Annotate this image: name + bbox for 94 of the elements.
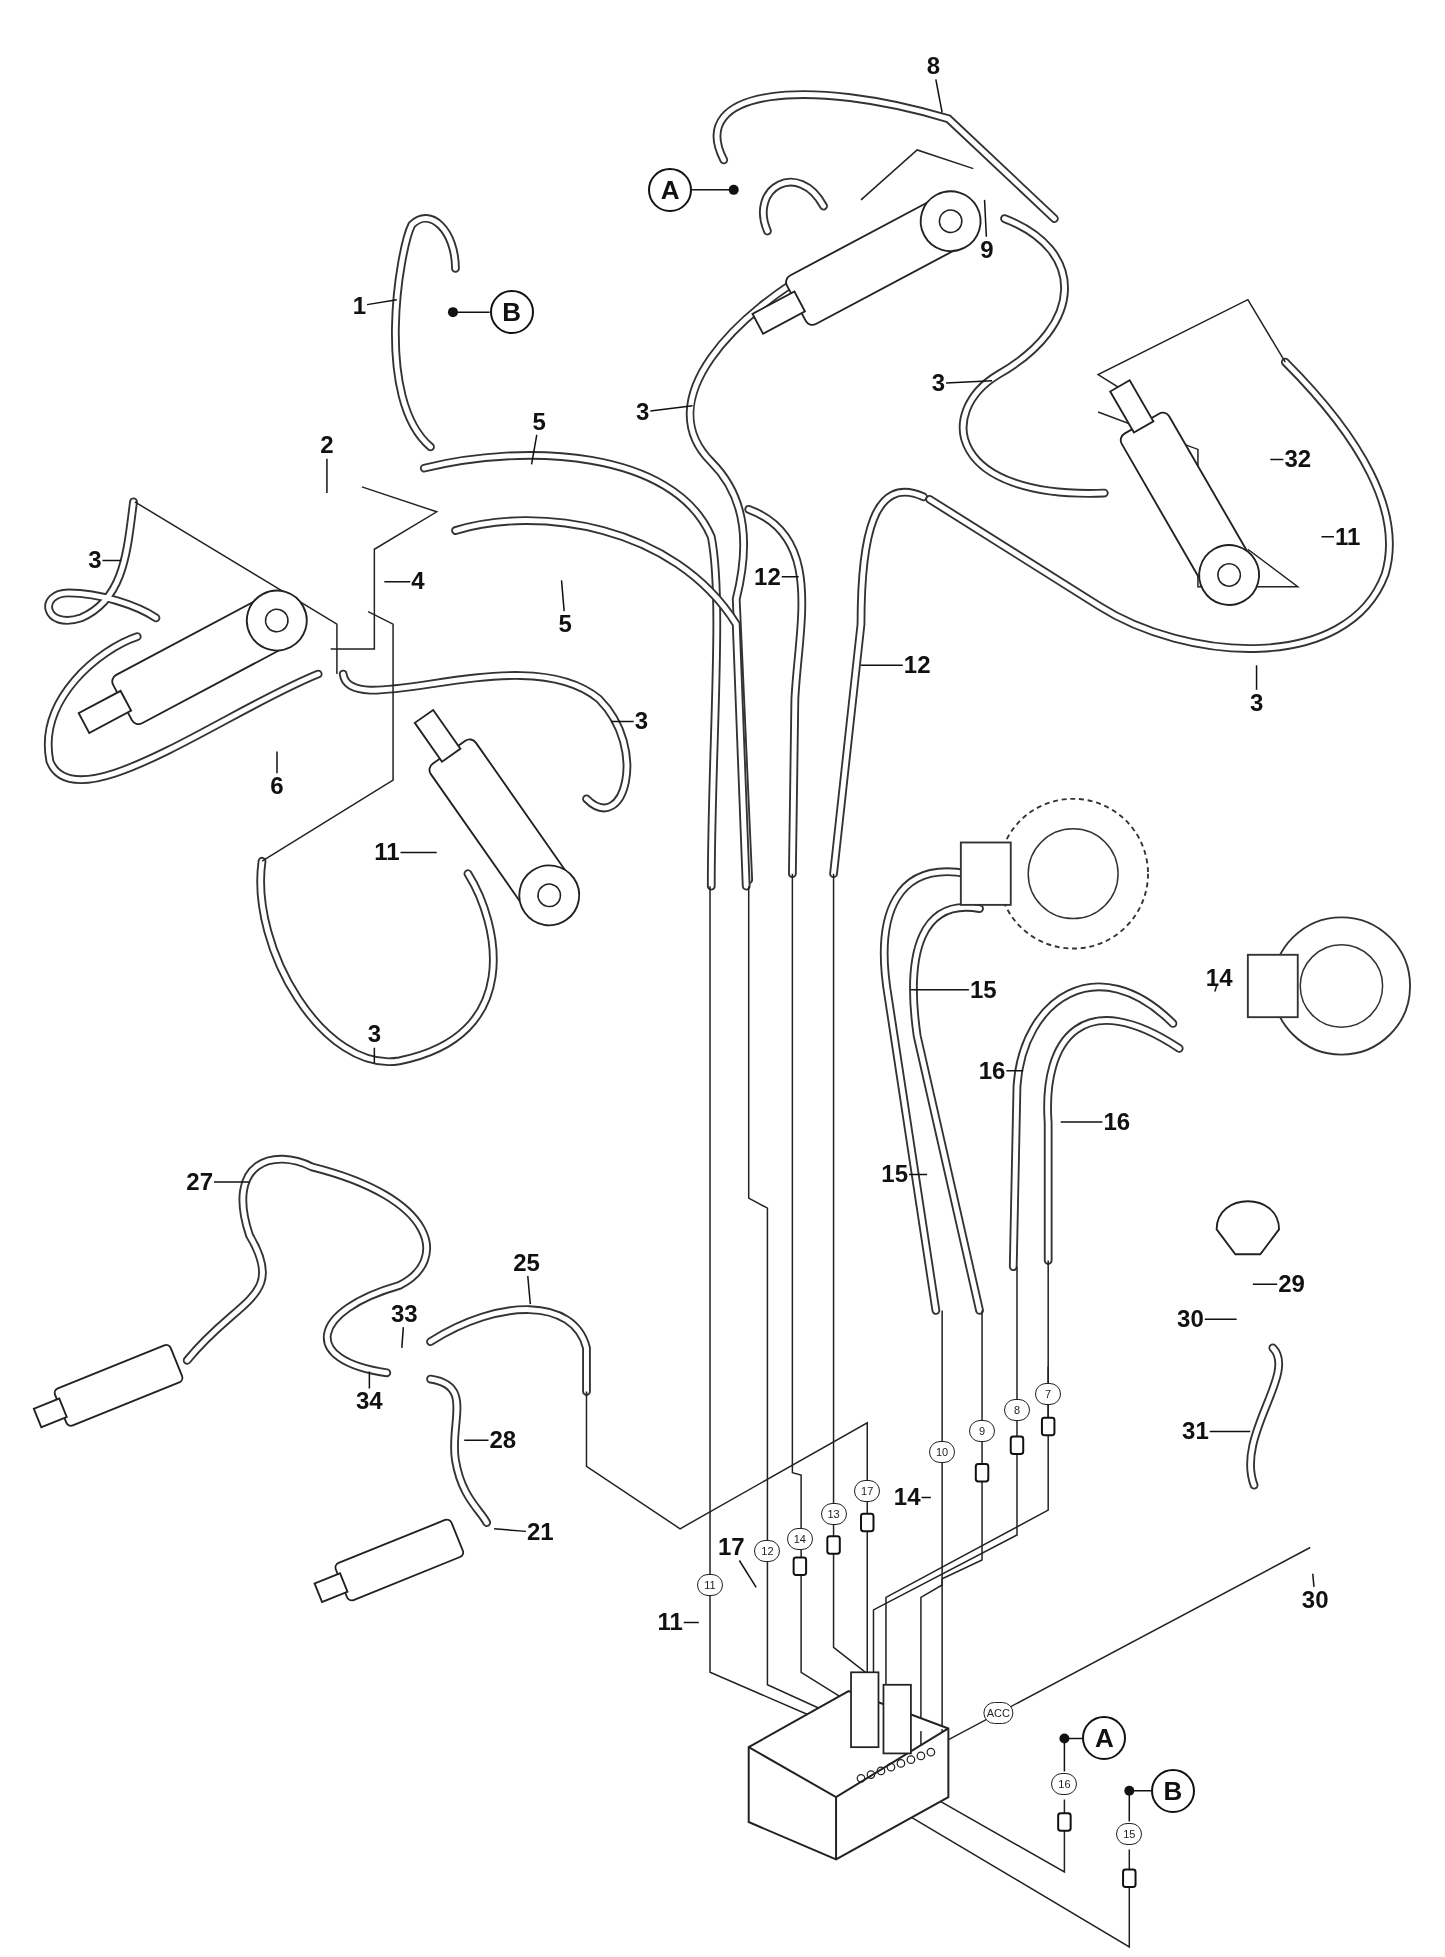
- leader-line: [527, 1275, 532, 1305]
- callout-number: 11: [373, 839, 401, 866]
- leader-line: [1312, 1572, 1315, 1588]
- port-number: 14: [786, 1527, 813, 1550]
- port-number: 15: [1116, 1823, 1143, 1846]
- leader-line: [1209, 1430, 1252, 1433]
- leader-line: [1204, 1318, 1238, 1320]
- callout-number: 4: [410, 568, 426, 595]
- callout-number: 16: [1102, 1108, 1132, 1135]
- callout-number: 1: [351, 292, 368, 319]
- leader-line: [860, 664, 904, 667]
- callout-number: 8: [925, 53, 942, 80]
- callout-number: 28: [488, 1427, 518, 1453]
- port-number: 8: [1004, 1399, 1030, 1422]
- callout-number: 30: [1300, 1586, 1330, 1613]
- leader-line: [1005, 1070, 1024, 1072]
- leader-line: [366, 298, 398, 306]
- port-number: 10: [929, 1441, 956, 1464]
- reference-letter: B: [489, 289, 534, 334]
- callout-number: 3: [87, 547, 103, 574]
- callout-number: 3: [366, 1021, 382, 1048]
- leader-line: [935, 78, 943, 114]
- leader-line: [683, 1621, 700, 1624]
- callout-number: 3: [1248, 689, 1265, 716]
- callout-number: 31: [1181, 1418, 1210, 1445]
- leader-line: [1252, 1283, 1278, 1285]
- leader-line: [399, 851, 438, 854]
- callout-number: 15: [968, 976, 998, 1003]
- callout-number: 3: [633, 708, 650, 735]
- callout-number: 11: [656, 1609, 684, 1636]
- callout-number: 14: [1204, 965, 1234, 992]
- callout-number: 5: [557, 610, 573, 637]
- port-number: 16: [1051, 1773, 1078, 1796]
- reference-letter: A: [1082, 1716, 1127, 1761]
- callout-number: 9: [979, 236, 995, 263]
- connection-marker-line: [447, 307, 491, 318]
- callout-number: 34: [355, 1388, 384, 1415]
- port-number: ACC: [983, 1702, 1013, 1725]
- leader-line: [383, 580, 412, 583]
- callout-number: 17: [716, 1534, 746, 1561]
- leader-line: [326, 457, 328, 494]
- leader-line: [276, 750, 278, 775]
- port-number: 11: [697, 1573, 723, 1596]
- leader-line: [493, 1528, 527, 1533]
- leader-line: [368, 1370, 371, 1390]
- callout-number: 6: [269, 773, 285, 800]
- callout-number: 33: [389, 1300, 419, 1327]
- port-number: 12: [754, 1540, 781, 1563]
- reference-letter: A: [648, 167, 693, 212]
- port-number: 13: [820, 1502, 847, 1525]
- leader-line: [463, 1439, 490, 1441]
- leader-line: [945, 380, 993, 384]
- callout-number: 16: [977, 1057, 1007, 1084]
- callout-number: 25: [512, 1249, 541, 1276]
- leader-line: [213, 1181, 251, 1183]
- connection-marker-line: [1059, 1733, 1084, 1773]
- leader-line: [530, 434, 538, 466]
- leader-line: [983, 199, 988, 238]
- callout-number: 14: [892, 1484, 922, 1511]
- leader-line: [1214, 985, 1218, 993]
- leader-line: [1059, 1121, 1104, 1123]
- connection-marker-line: [691, 184, 739, 195]
- port-number: 7: [1035, 1382, 1062, 1405]
- callout-number: 30: [1176, 1305, 1205, 1332]
- leader-line: [738, 1559, 757, 1589]
- callout-number: 27: [185, 1168, 214, 1195]
- callout-number: 12: [902, 652, 932, 679]
- reference-letter: B: [1150, 1768, 1195, 1813]
- callout-number: 2: [319, 432, 335, 459]
- leader-line: [649, 405, 694, 412]
- leader-line: [560, 579, 565, 612]
- leader-line: [373, 1046, 376, 1065]
- callout-number: 12: [753, 563, 782, 590]
- leader-line: [1320, 536, 1335, 538]
- leader-line: [1269, 458, 1285, 461]
- callout-number: 11: [1333, 523, 1362, 550]
- callout-number: 32: [1283, 446, 1313, 473]
- callout-number: 3: [634, 398, 651, 425]
- port-number: 9: [969, 1420, 996, 1443]
- leader-line: [920, 1496, 932, 1499]
- leader-line: [401, 1326, 405, 1349]
- leader-line: [1255, 664, 1258, 691]
- callout-number: 5: [531, 408, 547, 435]
- connection-marker-line: [1124, 1785, 1152, 1823]
- leader-line: [910, 989, 970, 991]
- port-number: 17: [854, 1480, 881, 1503]
- callout-number: 3: [930, 370, 947, 397]
- leader-line: [610, 720, 635, 723]
- callout-number: 29: [1277, 1271, 1306, 1297]
- callout-number: 21: [525, 1519, 555, 1546]
- leader-line: [781, 575, 800, 578]
- callout-number: 15: [880, 1161, 910, 1188]
- leader-line: [101, 559, 122, 562]
- leader-line: [908, 1173, 928, 1176]
